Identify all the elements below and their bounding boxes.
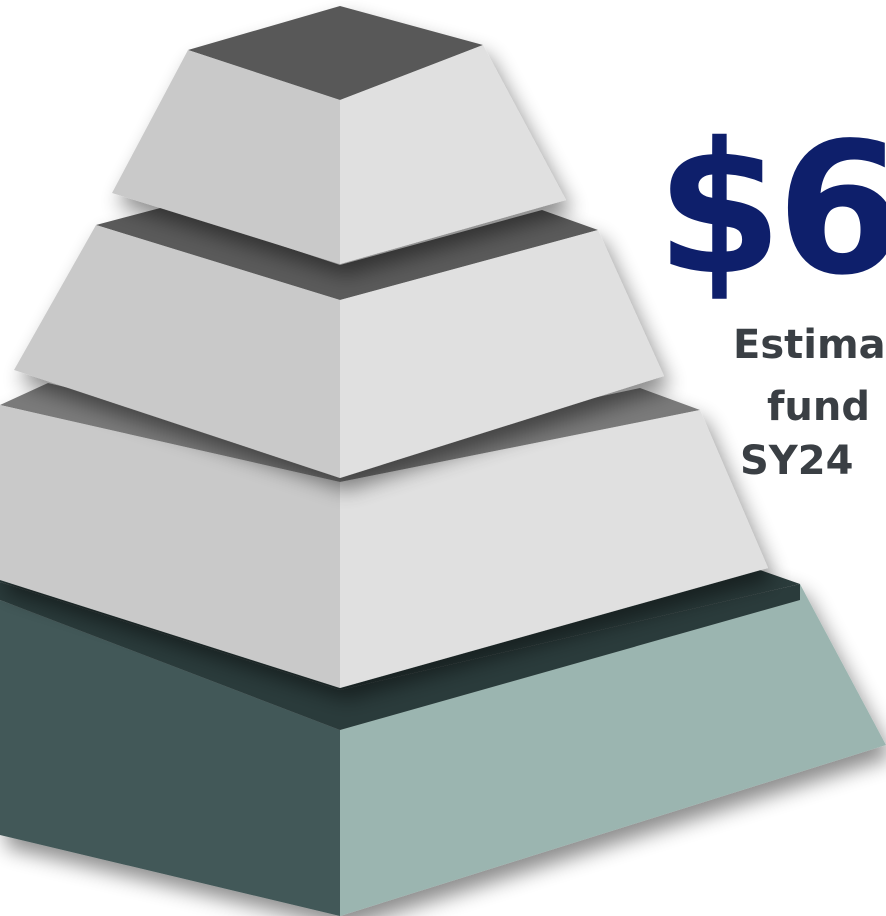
caption-line-1: Estima: [733, 322, 886, 368]
caption-line-2: fund: [767, 384, 870, 430]
tier-2-top-face: [96, 207, 598, 300]
tier-2-left-face: [14, 225, 340, 478]
pyramid-tier-2: [14, 207, 664, 478]
tier-3-right-face: [340, 410, 768, 688]
tier-3-left-face: [0, 405, 340, 688]
tier-base-right-face: [340, 584, 886, 916]
pyramid-tier-3: [0, 383, 768, 688]
tier-2-right-face: [340, 230, 664, 478]
tier-base-left-face: [0, 600, 340, 916]
tier-top-left-face: [112, 50, 340, 264]
pyramid-tier-top: [112, 6, 566, 264]
tier-base-band: [0, 582, 800, 730]
amount-heading: $6: [656, 103, 886, 315]
caption-line-3: SY24: [740, 438, 854, 484]
tier-top-top-face: [188, 6, 483, 100]
tier-top-right-face: [340, 45, 566, 264]
